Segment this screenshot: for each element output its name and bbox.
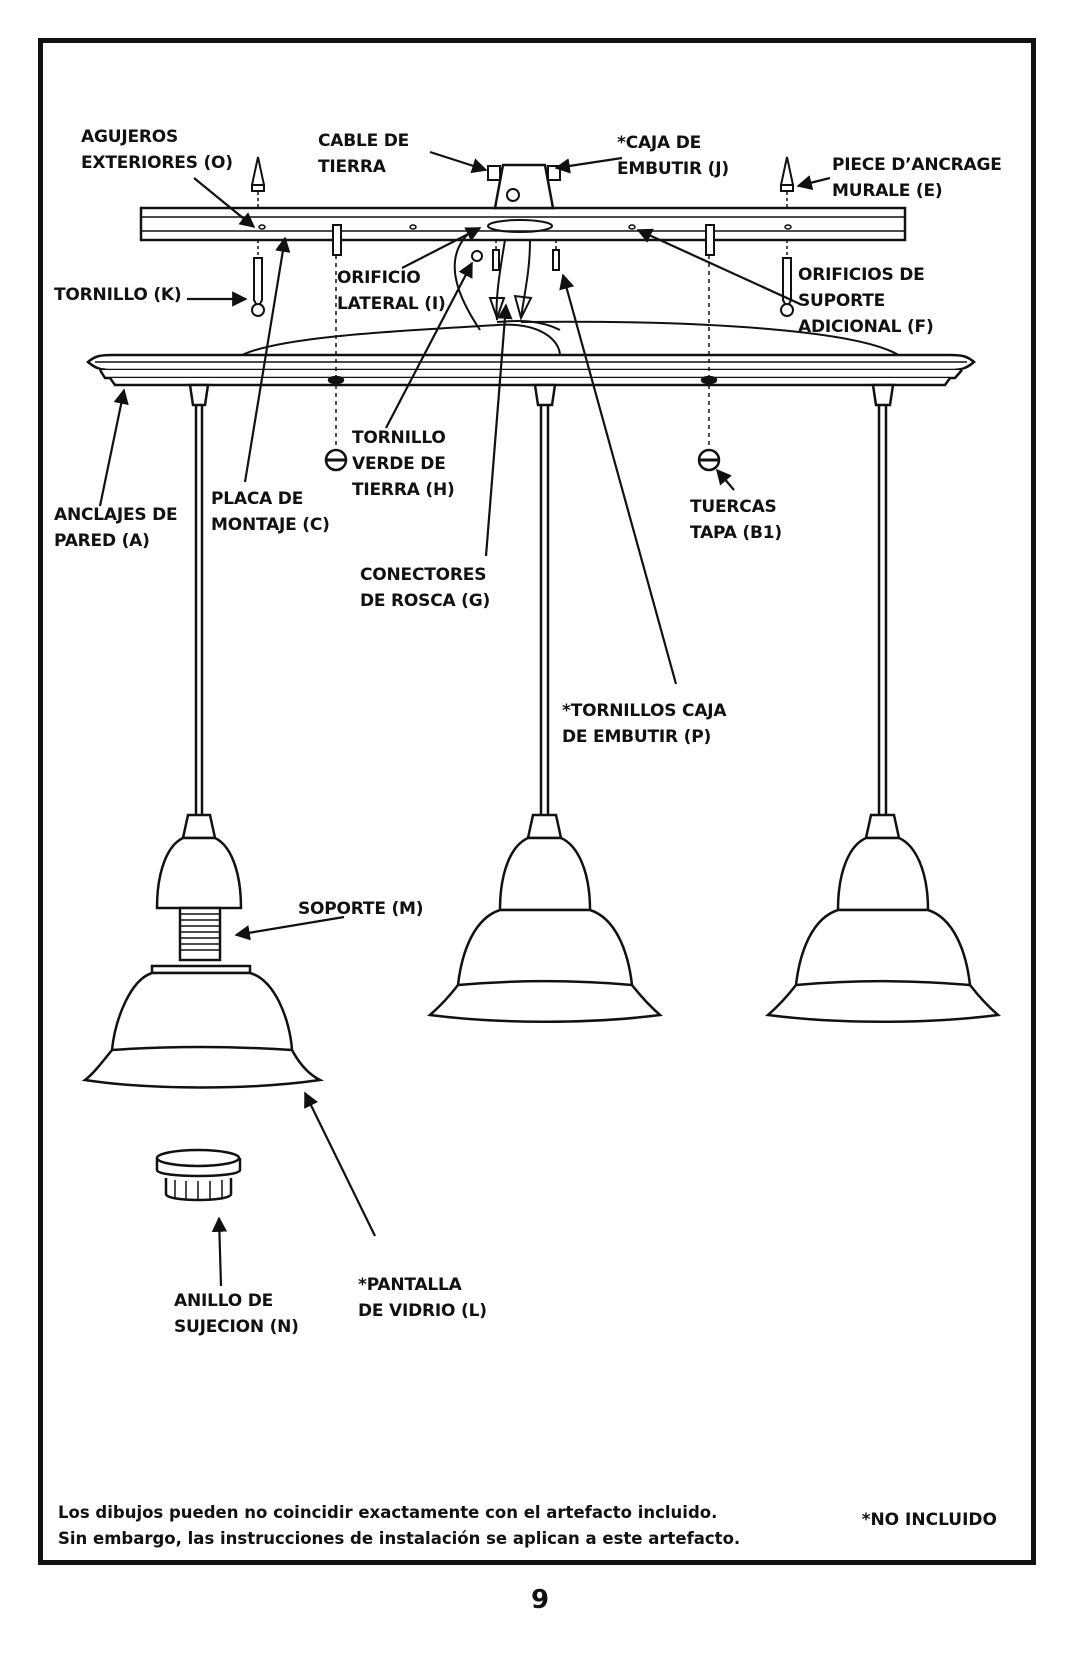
label-tornillo-verde: TORNILLO VERDE DE TIERRA (H) [352, 428, 455, 500]
label-anillo: ANILLO DE SUJECION (N) [174, 1291, 299, 1337]
retaining-ring [155, 1148, 242, 1202]
mounting-plate [139, 206, 907, 256]
cap-nut-right [697, 448, 721, 472]
junction-box [487, 163, 561, 210]
label-cable-tierra: CABLE DE TIERRA [318, 131, 410, 177]
label-agujeros: AGUJEROS EXTERIORES (O) [81, 127, 233, 173]
label-tuercas: TUERCAS TAPA (B1) [690, 497, 782, 543]
junction-box-screws [492, 240, 560, 271]
label-tornillo-k: TORNILLO (K) [54, 285, 182, 305]
page-number: 9 [530, 1585, 550, 1615]
wall-anchor-right [779, 156, 795, 192]
label-tornillos-caja: *TORNILLOS CAJA DE EMBUTIR (P) [562, 701, 727, 747]
wall-anchor-left [250, 156, 266, 192]
label-piece-ancrage: PIECE D’ANCRAGE MURALE (E) [832, 155, 1002, 201]
disclaimer-line-1: Los dibujos pueden no coincidir exactame… [58, 1503, 718, 1522]
screw-right [780, 257, 794, 317]
label-orificio-lateral: ORIFICIO LATERAL (I) [337, 268, 446, 314]
canopy [86, 353, 976, 387]
page-border [38, 38, 1036, 1565]
disclaimer-line-2: Sin embargo, las instrucciones de instal… [58, 1529, 741, 1548]
not-included-note: *NO INCLUIDO [861, 1510, 997, 1530]
pendant-left [81, 383, 325, 1089]
label-conectores: CONECTORES DE ROSCA (G) [360, 565, 491, 611]
callout-arrows [98, 150, 831, 1287]
label-soporte-m: SOPORTE (M) [298, 899, 424, 919]
disclaimer-note: Los dibujos pueden no coincidir exactame… [58, 1500, 740, 1552]
pendant-right [765, 383, 1001, 1023]
screw-left [251, 257, 265, 317]
label-pantalla: *PANTALLA DE VIDRIO (L) [358, 1275, 487, 1321]
label-caja-embutir: *CAJA DE EMBUTIR (J) [617, 133, 729, 179]
wires [239, 231, 901, 357]
ground-screw [471, 250, 483, 262]
label-anclajes: ANCLAJES DE PARED (A) [54, 505, 178, 551]
pendant-middle [427, 383, 663, 1023]
label-placa-montaje: PLACA DE MONTAJE (C) [211, 489, 330, 535]
label-orificios-soporte: ORIFICIOS DE SUPORTE ADICIONAL (F) [798, 265, 934, 337]
cap-nut-left [324, 448, 348, 472]
